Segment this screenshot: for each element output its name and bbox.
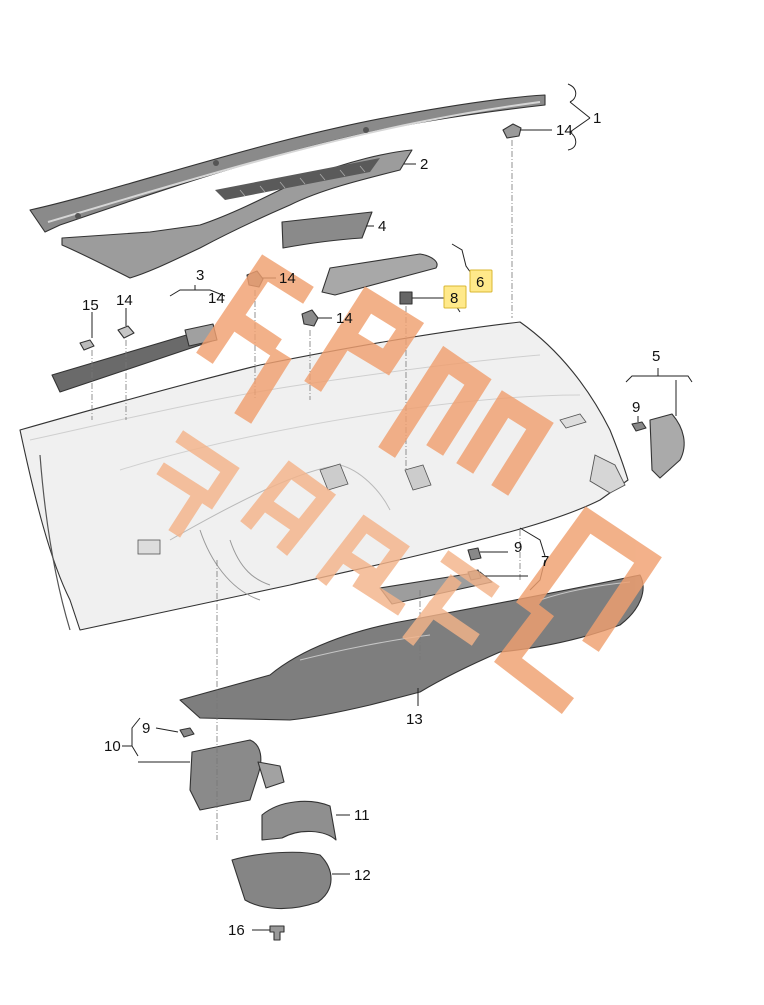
windscreen-trim-shape <box>29 94 546 233</box>
watermark-stroke <box>402 550 500 646</box>
dashboard-left-edge <box>39 454 71 631</box>
callout-5: 5 <box>652 348 660 365</box>
part-column-bracket-10 <box>189 739 262 811</box>
callout-12: 12 <box>354 867 371 884</box>
callout-10: 10 <box>104 738 121 755</box>
callout-14: 14 <box>208 290 225 307</box>
watermark-stroke <box>516 506 662 652</box>
watermark-stroke <box>196 254 314 424</box>
callout-16: 16 <box>228 922 245 939</box>
dashboard-contour <box>169 464 391 541</box>
watermark-stroke <box>378 345 554 496</box>
part-end-cap-5 <box>649 413 685 479</box>
callout-14: 14 <box>556 122 573 139</box>
callout-2: 2 <box>420 156 428 173</box>
callout-7: 7 <box>541 553 549 570</box>
part-right-trim-6 <box>321 253 438 296</box>
defroster-grille-lines <box>239 165 366 197</box>
defroster-vent-grille <box>215 158 380 200</box>
callout-3: 3 <box>196 267 204 284</box>
center-mount <box>319 463 349 491</box>
screw-16 <box>269 925 285 941</box>
instrument-cluster-recess <box>199 529 261 601</box>
lower-panel-shape <box>179 574 644 721</box>
callout-labels: 1 14 2 4 3 14 14 6 8 15 14 14 14 5 9 9 7… <box>82 110 660 939</box>
callout-6-highlight <box>469 269 493 293</box>
right-vent <box>559 413 587 429</box>
left-vent <box>137 539 161 555</box>
watermark-stroke <box>494 603 575 715</box>
part-windscreen-trim <box>29 94 546 233</box>
callout-11: 11 <box>354 807 370 824</box>
part-center-trim-4 <box>281 211 373 249</box>
watermark-stroke <box>304 286 425 392</box>
callout-4: 4 <box>378 218 386 235</box>
center-mount <box>404 464 432 491</box>
callout-9: 9 <box>632 399 640 416</box>
windscreen-trim-highlight <box>47 101 541 223</box>
clip-9-center <box>467 547 482 561</box>
callout-9: 9 <box>514 539 522 556</box>
callout-8-highlight <box>443 285 467 309</box>
windscreen-clip <box>213 160 219 166</box>
callout-1: 1 <box>593 110 601 127</box>
watermark-stroke <box>156 430 240 538</box>
instrument-cluster-recess <box>229 539 271 586</box>
clip-9-lower <box>179 727 195 738</box>
clip-14-upper-right <box>502 123 522 139</box>
callout-14: 14 <box>279 270 296 287</box>
part-lower-column-cover-12 <box>231 851 332 910</box>
callout-13: 13 <box>406 711 423 728</box>
callout-6: 6 <box>476 274 484 291</box>
watermark-stroke <box>240 460 337 556</box>
clip-14-center <box>301 309 319 327</box>
clip-14-far-left <box>117 325 135 339</box>
watermark-logo <box>156 254 662 715</box>
callout-8: 8 <box>450 290 458 307</box>
callout-15: 15 <box>82 297 99 314</box>
screw-15 <box>79 339 95 351</box>
clip-8 <box>399 291 413 305</box>
dashboard-right-bracket <box>589 454 626 494</box>
part-defroster-cover <box>61 149 413 279</box>
part-upper-column-cover-11 <box>261 800 337 841</box>
dashboard-contour <box>29 354 541 441</box>
callout-14: 14 <box>116 292 133 309</box>
clip-9-right <box>631 421 647 432</box>
watermark-stroke <box>315 514 410 616</box>
column-bracket-tab <box>257 761 285 789</box>
windscreen-clip <box>75 213 81 219</box>
callout-14: 14 <box>336 310 353 327</box>
callout-9: 9 <box>142 720 150 737</box>
windscreen-clip <box>363 127 369 133</box>
